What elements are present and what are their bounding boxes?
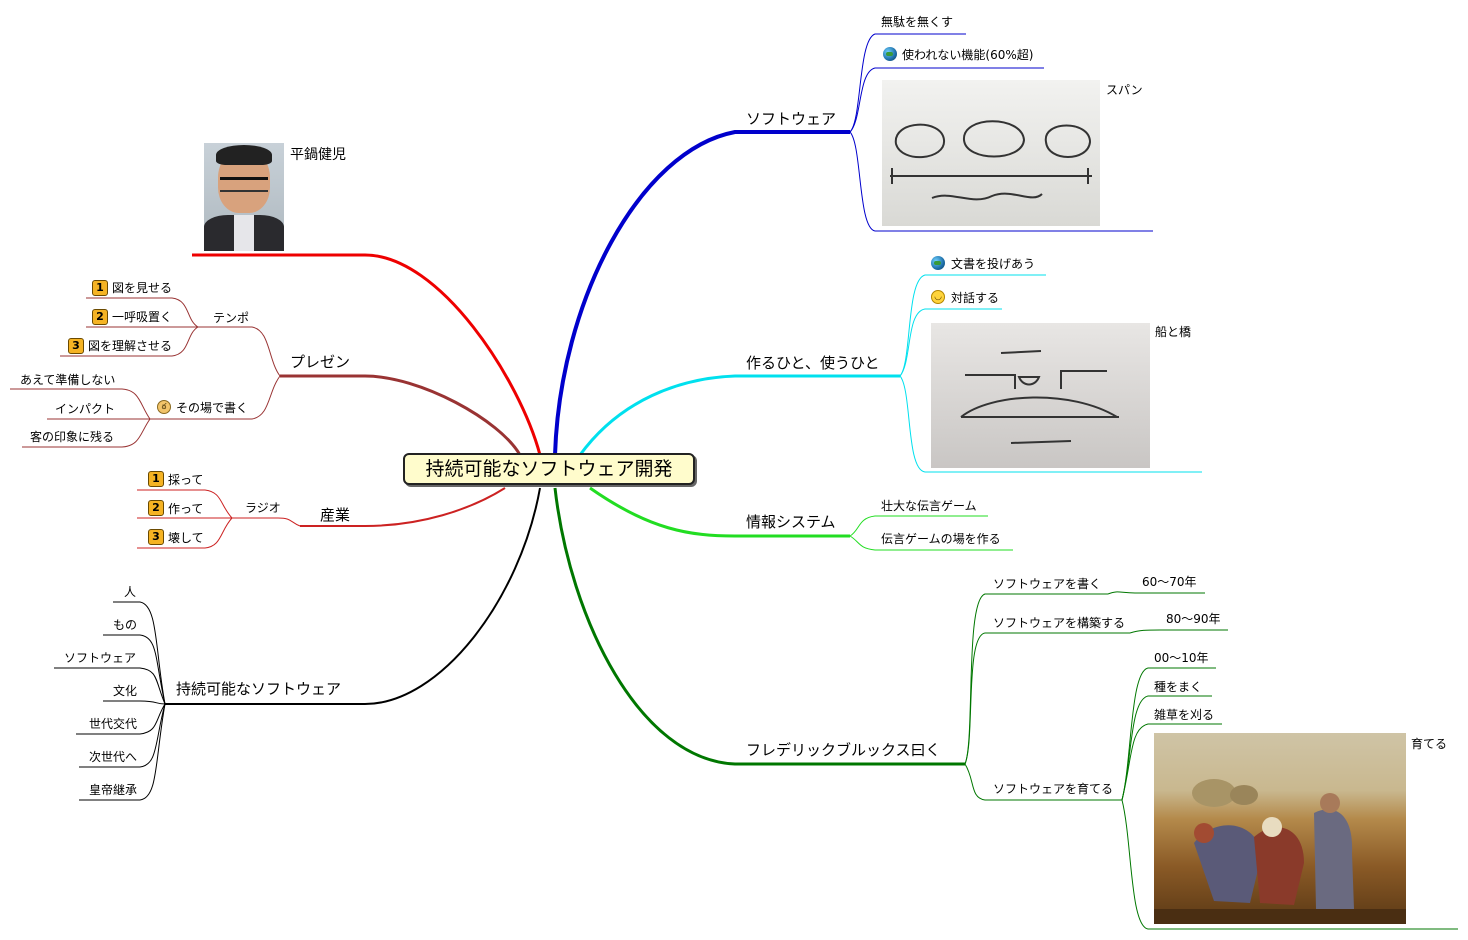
priority-2-icon: 2	[148, 500, 164, 516]
topic-show-diagram[interactable]: 図を見せる	[112, 281, 173, 295]
topic-tempo[interactable]: テンポ	[213, 311, 250, 325]
topic-harvest[interactable]: 採って	[168, 473, 204, 487]
topic-things[interactable]: もの	[113, 618, 138, 632]
topic-software[interactable]: ソフトウェア	[746, 110, 837, 128]
branch-line-makers-users	[578, 374, 900, 456]
sketch-ship-bridge-image	[931, 323, 1150, 468]
topic-cut-weeds[interactable]: 雑草を刈る	[1154, 708, 1215, 722]
topic-make[interactable]: 作って	[168, 502, 204, 516]
topic-impress-audience[interactable]: 客の印象に残る	[30, 430, 115, 444]
topic-sustainable-software[interactable]: 持続可能なソフトウェア	[176, 680, 342, 698]
priority-3-icon: 3	[148, 529, 164, 545]
topic-break[interactable]: 壊して	[168, 531, 204, 545]
caption-span: スパン	[1106, 83, 1143, 97]
smile-icon: ◡	[931, 290, 945, 304]
topic-era-00-10[interactable]: 00〜10年	[1154, 651, 1209, 665]
topic-sow-seeds[interactable]: 種をまく	[1154, 680, 1203, 694]
branch-line-software	[553, 130, 850, 456]
caption-grow: 育てる	[1411, 737, 1448, 751]
topic-throw-documents[interactable]: 文書を投げあう	[951, 257, 1036, 271]
gleaners-painting-image	[1154, 733, 1406, 924]
topic-impact[interactable]: インパクト	[55, 402, 116, 416]
priority-1-icon: 1	[92, 280, 108, 296]
topic-generation-change[interactable]: 世代交代	[89, 717, 138, 731]
topic-people[interactable]: 人	[124, 585, 137, 599]
topic-grand-telephone-game[interactable]: 壮大な伝言ゲーム	[881, 499, 977, 513]
topic-write-software[interactable]: ソフトウェアを書く	[993, 577, 1102, 591]
topic-write-on-spot[interactable]: その場で書く	[176, 401, 249, 415]
sketch-drawing	[890, 120, 1092, 201]
topic-pause[interactable]: 一呼吸置く	[112, 310, 173, 324]
topic-era-80-90[interactable]: 80〜90年	[1166, 612, 1221, 626]
branch-line-info-system	[589, 486, 850, 538]
painting-figures	[1154, 779, 1406, 924]
topic-emperor-succession[interactable]: 皇帝継承	[89, 783, 138, 797]
branch-line-brooks	[553, 487, 965, 766]
priority-2-icon: 2	[92, 309, 108, 325]
branch-line-person	[192, 253, 542, 456]
topic-make-understand[interactable]: 図を理解させる	[88, 339, 173, 353]
branch-line-sustainable	[165, 487, 541, 705]
sketch-drawing	[960, 350, 1119, 444]
topic-makers-users[interactable]: 作るひと、使うひと	[746, 354, 880, 372]
topic-brooks[interactable]: フレデリックブルックス曰く	[746, 741, 941, 759]
topic-build-software[interactable]: ソフトウェアを構築する	[993, 616, 1126, 630]
priority-3-icon: 3	[68, 338, 84, 354]
topic-dialogue[interactable]: 対話する	[951, 291, 1000, 305]
sketch-span-image	[882, 80, 1100, 226]
topic-remove-waste[interactable]: 無駄を無くす	[881, 15, 954, 29]
globe-icon	[883, 47, 897, 61]
topic-culture[interactable]: 文化	[113, 684, 138, 698]
topic-era-60-70[interactable]: 60〜70年	[1142, 575, 1197, 589]
topic-software-item[interactable]: ソフトウェア	[64, 651, 137, 665]
topic-presen[interactable]: プレゼン	[290, 353, 351, 371]
topic-person-name[interactable]: 平鍋健児	[290, 147, 346, 163]
branch-line-industry	[300, 487, 506, 527]
topic-no-prep[interactable]: あえて準備しない	[20, 373, 116, 387]
topic-next-generation[interactable]: 次世代へ	[89, 750, 138, 764]
topic-telephone-game-place[interactable]: 伝言ゲームの場を作る	[881, 532, 1001, 546]
topic-grow-software[interactable]: ソフトウェアを育てる	[993, 782, 1114, 796]
globe-icon	[931, 256, 945, 270]
topic-radio[interactable]: ラジオ	[245, 501, 281, 515]
priority-1-icon: 1	[148, 471, 164, 487]
caption-ship-bridge: 船と橋	[1155, 325, 1192, 339]
topic-industry[interactable]: 産業	[320, 506, 351, 524]
thinking-face-icon: ఠ	[157, 400, 171, 414]
branch-line-presen	[280, 374, 522, 456]
topic-unused-features[interactable]: 使われない機能(60%超)	[902, 48, 1034, 62]
topic-info-system[interactable]: 情報システム	[746, 513, 836, 531]
center-topic[interactable]: 持続可能なソフトウェア開発	[403, 453, 695, 485]
portrait-photo	[204, 143, 284, 251]
